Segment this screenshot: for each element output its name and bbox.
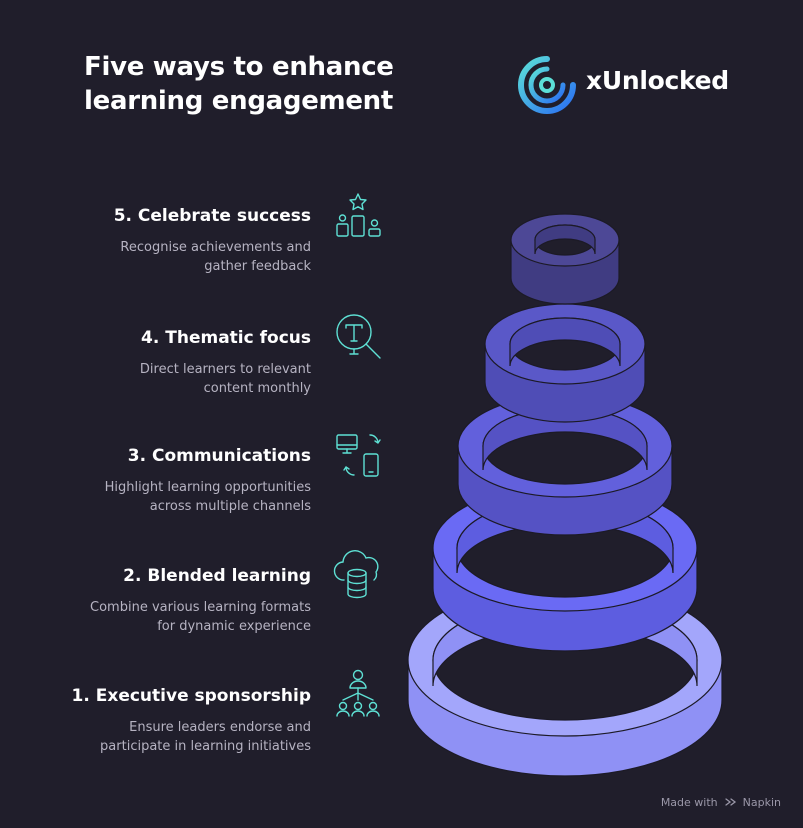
step-description: Combine various learning formats for dyn… <box>51 598 311 636</box>
step-title: 1. Executive sponsorship <box>71 686 311 706</box>
page-title: Five ways to enhance learning engagement <box>84 50 424 118</box>
step-description-line: Ensure leaders endorse and <box>129 720 311 735</box>
footer-credit: Made with Napkin <box>661 796 781 809</box>
step-description: Direct learners to relevant content mont… <box>51 360 311 398</box>
xunlocked-logo: xUnlocked <box>516 54 736 115</box>
step-description: Highlight learning opportunities across … <box>51 478 311 516</box>
ring-4 <box>484 303 646 423</box>
ring-5 <box>510 213 620 305</box>
step-description-line: Combine various learning formats <box>90 600 311 615</box>
step-description-line: across multiple channels <box>149 499 311 514</box>
step-description: Recognise achievements and gather feedba… <box>51 238 311 276</box>
napkin-icon <box>725 798 737 806</box>
devices-sync-icon <box>332 430 384 482</box>
napkin-brand: Napkin <box>742 796 781 809</box>
step-description-line: Highlight learning opportunities <box>104 480 311 495</box>
logo-text: xUnlocked <box>586 66 729 95</box>
podium-star-icon <box>332 190 384 242</box>
step-description-line: content monthly <box>203 381 311 396</box>
made-with-text: Made with <box>660 796 718 809</box>
page-title-line-2: learning engagement <box>84 86 394 116</box>
page-title-line-1: Five ways to enhance <box>84 52 394 82</box>
step-3: 3. Communications Highlight learning opp… <box>51 446 311 516</box>
leader-team-icon <box>332 666 384 718</box>
step-title: 4. Thematic focus <box>141 328 311 348</box>
step-4: 4. Thematic focus Direct learners to rel… <box>51 328 311 398</box>
cloud-database-icon <box>332 548 384 600</box>
ring-3 <box>457 394 673 536</box>
step-title: 2. Blended learning <box>123 566 311 586</box>
step-title: 5. Celebrate success <box>113 206 311 226</box>
step-description-line: Direct learners to relevant <box>139 362 311 377</box>
step-5: 5. Celebrate success Recognise achieveme… <box>51 206 311 276</box>
step-description-line: participate in learning initiatives <box>100 739 311 754</box>
step-title: 3. Communications <box>127 446 311 466</box>
text-search-icon <box>332 310 384 362</box>
step-description-line: gather feedback <box>204 259 311 274</box>
xunlocked-logo-icon <box>518 56 576 115</box>
step-description: Ensure leaders endorse and participate i… <box>51 718 311 756</box>
step-description-line: Recognise achievements and <box>120 240 311 255</box>
step-2: 2. Blended learning Combine various lear… <box>51 566 311 636</box>
step-description-line: for dynamic experience <box>157 619 311 634</box>
step-1: 1. Executive sponsorship Ensure leaders … <box>51 686 311 756</box>
